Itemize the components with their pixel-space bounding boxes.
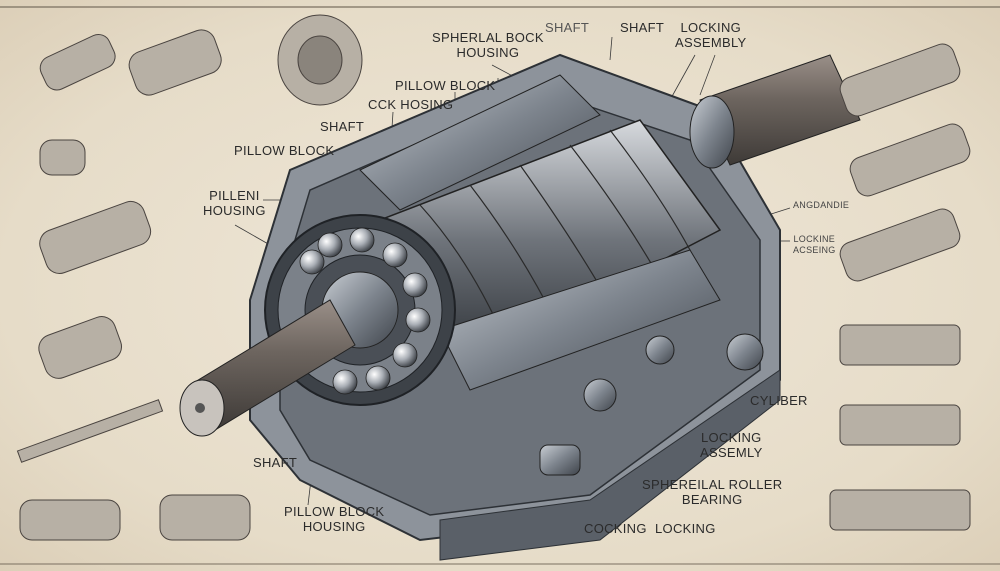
label-pillow-block-left: PILLOW BLOCK [234, 143, 335, 158]
drum-assembly [359, 74, 764, 476]
label-line: LOCKINE [793, 234, 836, 244]
label-cck-hosing: CCK HOSING [368, 97, 454, 112]
label-shaft-mid: SHAFT [320, 119, 365, 134]
label-shaft-top-1: SHAFT [545, 20, 590, 35]
label-line: LOCKING [700, 430, 762, 445]
label-line: ACSEING [793, 245, 836, 255]
label-line: PILLENI [209, 188, 260, 203]
label-line: PILLOW BLOCK [284, 504, 385, 519]
left-shaft [179, 299, 356, 437]
label-cocking: COCKING [584, 521, 647, 536]
label-line: SPHERLAL BOCK [432, 30, 544, 45]
label-line: LOCKING [680, 20, 742, 35]
label-line: HOUSING [302, 519, 366, 534]
label-line: ASSEMLY [700, 445, 763, 460]
label-line: HOUSING [203, 203, 266, 218]
label-line: ASSEMBLY [675, 35, 747, 50]
label-line: SPHEREILAL ROLLER [642, 477, 783, 492]
right-shaft [689, 54, 861, 169]
bearing [264, 214, 456, 406]
side-thumbnails [16, 14, 971, 541]
label-angdandie: ANGDANDIE [793, 200, 850, 210]
label-pillow-block-top: PILLOW BLOCK [395, 78, 496, 93]
label-cylinder: CYLIBER [750, 393, 808, 408]
label-shaft-top-2: SHAFT [620, 20, 665, 35]
label-line: BEARING [681, 492, 743, 507]
label-locking-bottom: LOCKING [655, 521, 716, 536]
label-shaft-bottom: SHAFT [253, 455, 298, 470]
label-line: HOUSING [456, 45, 520, 60]
